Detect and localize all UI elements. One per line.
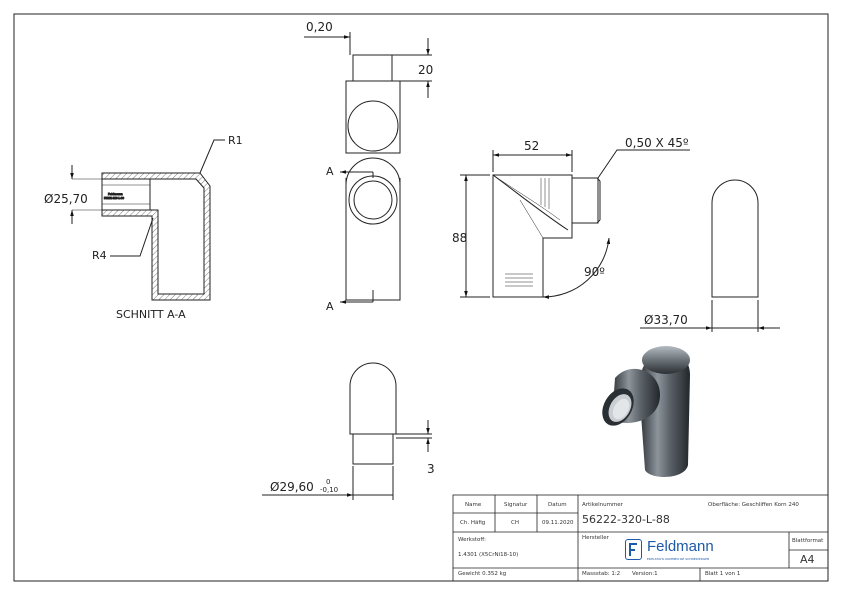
title-block-grid [452, 494, 829, 582]
tb-name: Ch. Häfig [460, 520, 486, 526]
section-marker-top: A [326, 165, 334, 178]
section-view: Feldmann 56222-320-L-88 [70, 139, 225, 301]
tb-werkstoff-label: Werkstoff: [458, 537, 486, 543]
tb-version: Version:1 [632, 571, 658, 577]
tb-blatt: Blatt 1 von 1 [705, 571, 741, 577]
logo-f-icon [625, 539, 642, 560]
section-title: SCHNITT A-A [116, 308, 186, 321]
tb-header-datum: Datum [548, 502, 567, 508]
tb-datum: 09.11.2020 [542, 520, 574, 526]
tb-hersteller-label: Hersteller [582, 535, 609, 541]
tb-header-signatur: Signatur [504, 502, 528, 508]
dim-dia-outer: Ø33,70 [644, 313, 688, 327]
dim-top-length: 20 [418, 63, 433, 77]
tb-artikelnummer: 56222-320-L-88 [582, 513, 670, 526]
dim-spigot-len: 3 [427, 462, 435, 476]
dim-dia-spigot: Ø29,60 [270, 480, 314, 494]
tb-artikel-label: Artikelnummer [582, 502, 623, 508]
tb-header-name: Name [465, 502, 482, 508]
dim-height-88: 88 [452, 231, 467, 245]
front-view [340, 157, 401, 304]
dim-radius-inner: R4 [92, 249, 107, 262]
tb-massstab: Massstab: 1:2 [582, 571, 621, 577]
dim-top-wall: 0,20 [306, 20, 333, 34]
tb-werkstoff: 1.4301 (X5CrNi18-10) [458, 552, 519, 558]
tb-blattformat: A4 [800, 553, 815, 566]
tb-gewicht: Gewicht 0.352 kg [458, 571, 507, 577]
tb-oberflaeche: Oberfläche: Geschliffen Korn 240 [708, 502, 799, 508]
bottom-view [262, 362, 432, 500]
tb-blattformat-label: Blattformat [792, 538, 824, 544]
dim-tol-upper: 0 [326, 478, 330, 486]
logo-wordmark: Feldmann [647, 538, 714, 555]
side-view [460, 149, 690, 299]
dim-section-dia: Ø25,70 [44, 192, 88, 206]
svg-text:56222-320-L-88: 56222-320-L-88 [104, 196, 124, 200]
dim-width-52: 52 [524, 139, 539, 153]
top-view [304, 32, 432, 154]
dim-chamfer: 0,50 X 45º [625, 136, 689, 150]
dim-angle-90: 90º [584, 265, 605, 279]
dim-tol-lower: -0,10 [320, 486, 338, 494]
section-marker-bottom: A [326, 300, 334, 313]
iso-render [602, 346, 690, 477]
svg-text:Feldmann: Feldmann [108, 192, 123, 196]
dim-radius-outer: R1 [228, 134, 243, 147]
sheet-border [13, 13, 829, 582]
feldmann-logo: Feldmann EDELSTAHL KOMMEN SIE SCHNEIDERG… [625, 538, 735, 564]
tb-signatur: CH [511, 520, 519, 526]
end-view [640, 179, 780, 332]
logo-tagline: EDELSTAHL KOMMEN SIE SCHNEIDERGEB [647, 557, 710, 561]
